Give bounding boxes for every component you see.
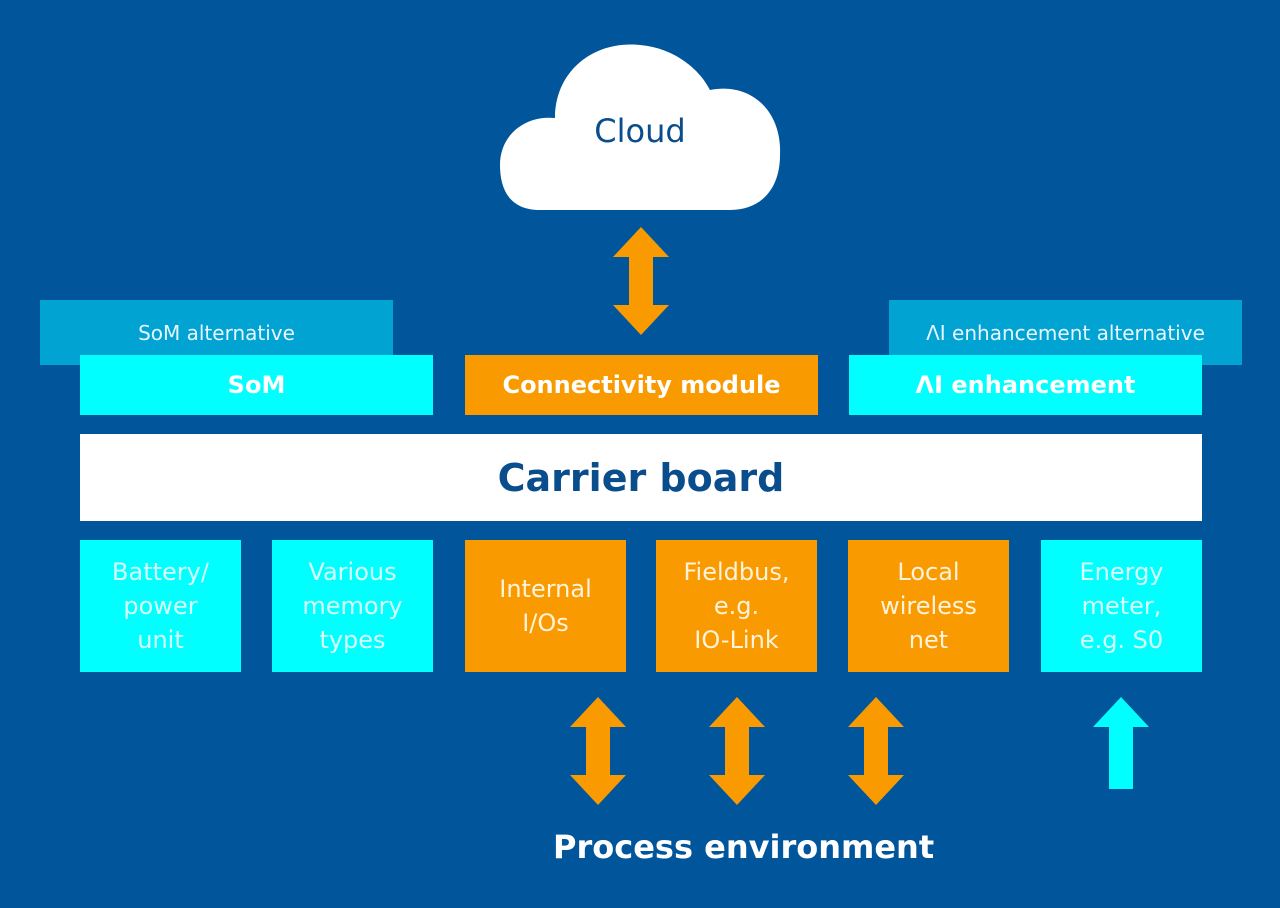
internal-io-arrow-icon bbox=[570, 697, 626, 805]
som-alternative-box: SoM alternative bbox=[40, 300, 393, 365]
process-environment-label: Process environment bbox=[553, 828, 935, 866]
energy-meter-box: Energy meter, e.g. S0 bbox=[1041, 540, 1202, 672]
connectivity-module-box: Connectivity module bbox=[465, 355, 818, 415]
memory-types-box: Various memory types bbox=[272, 540, 433, 672]
fieldbus-label: Fieldbus, e.g. IO-Link bbox=[683, 558, 790, 654]
fieldbus-box: Fieldbus, e.g. IO-Link bbox=[656, 540, 817, 672]
som-box: SoM bbox=[80, 355, 433, 415]
cloud-connectivity-arrow-icon bbox=[613, 227, 669, 335]
ai-alternative-label: ΛI enhancement alternative bbox=[926, 320, 1205, 345]
ai-enhancement-box: ΛI enhancement bbox=[849, 355, 1202, 415]
wireless-arrow-icon bbox=[848, 697, 904, 805]
connectivity-module-label: Connectivity module bbox=[502, 371, 781, 399]
cloud-shape bbox=[500, 44, 781, 211]
energy-meter-up-arrow-icon bbox=[1093, 697, 1149, 789]
som-label: SoM bbox=[227, 371, 286, 399]
fieldbus-arrow-icon bbox=[709, 697, 765, 805]
carrier-board: Carrier board bbox=[80, 434, 1202, 521]
ai-enhancement-label: ΛI enhancement bbox=[915, 371, 1136, 399]
ai-alternative-box: ΛI enhancement alternative bbox=[889, 300, 1242, 365]
cloud-label: Cloud bbox=[594, 112, 686, 150]
battery-power-unit-label: Battery/ power unit bbox=[112, 558, 209, 654]
energy-meter-label: Energy meter, e.g. S0 bbox=[1079, 558, 1164, 654]
som-alternative-label: SoM alternative bbox=[138, 320, 295, 345]
carrier-board-label: Carrier board bbox=[497, 455, 785, 500]
internal-ios-box: Internal I/Os bbox=[465, 540, 626, 672]
local-wireless-box: Local wireless net bbox=[848, 540, 1009, 672]
memory-types-label: Various memory types bbox=[302, 558, 403, 654]
local-wireless-label: Local wireless net bbox=[880, 558, 977, 654]
battery-power-unit-box: Battery/ power unit bbox=[80, 540, 241, 672]
internal-ios-label: Internal I/Os bbox=[499, 575, 592, 637]
